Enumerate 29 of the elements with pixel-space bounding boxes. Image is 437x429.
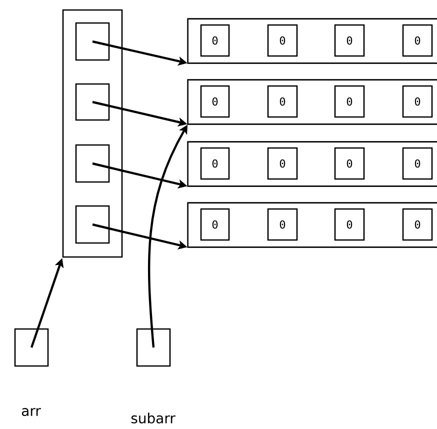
row-box	[187, 18, 437, 64]
square-box	[75, 22, 110, 61]
cell: 0	[200, 208, 230, 241]
array-label: arr	[22, 408, 41, 416]
cell: 0	[402, 208, 433, 241]
square-box	[136, 328, 171, 367]
cell: 0	[334, 85, 365, 118]
cell: 0	[334, 147, 365, 180]
array-box	[62, 9, 123, 258]
cell: 0	[402, 147, 433, 180]
row-box	[187, 79, 437, 125]
row-box	[187, 141, 437, 187]
cell: 0	[402, 24, 433, 57]
array-label: subarr	[131, 412, 176, 424]
square-box	[14, 328, 49, 367]
cell: 0	[200, 24, 230, 57]
cell: 0	[267, 85, 298, 118]
cell: 0	[402, 85, 433, 118]
cell: 0	[334, 208, 365, 241]
cell: 0	[267, 24, 298, 57]
cell: 0	[267, 147, 298, 180]
square-box	[75, 205, 110, 244]
square-box	[75, 83, 110, 121]
cell: 0	[200, 147, 230, 180]
cell: 0	[267, 208, 298, 241]
square-box	[75, 144, 110, 183]
cell: 0	[334, 24, 365, 57]
row-box	[187, 202, 437, 248]
cell: 0	[200, 85, 230, 118]
